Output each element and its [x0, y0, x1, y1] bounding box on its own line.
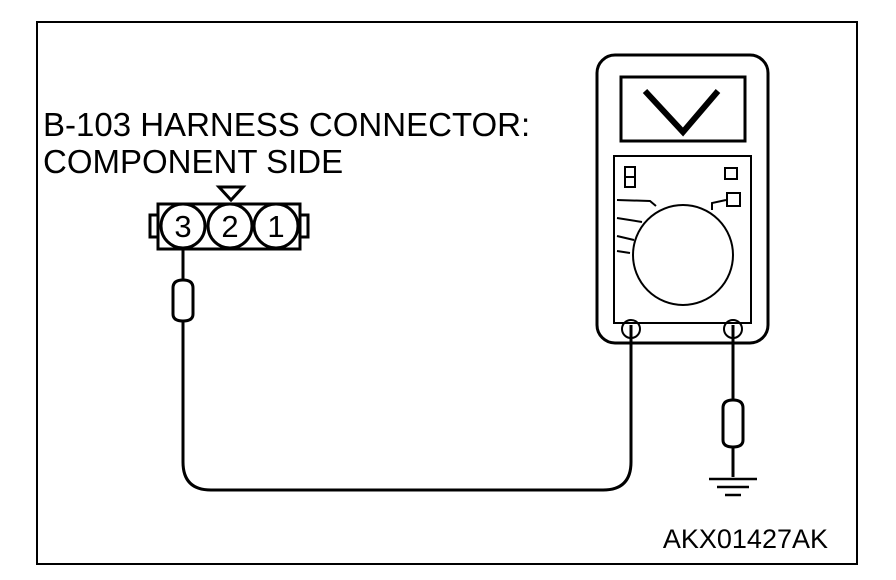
meter-outer-case: [595, 53, 770, 345]
figure-code: AKX01427AK: [663, 524, 828, 554]
meter-range-ticks-left: [616, 199, 657, 254]
connector-pin-1: [252, 202, 300, 250]
title-line-1: B-103 HARNESS CONNECTOR:: [43, 106, 530, 143]
ground-probe: [721, 398, 745, 449]
title-line-2: COMPONENT SIDE: [43, 143, 343, 180]
ground-lead: [709, 332, 757, 497]
probe-tip: [171, 278, 195, 323]
meter-button-top: [724, 167, 738, 180]
diagram-frame: [36, 21, 858, 565]
meter-button-bottom: [726, 192, 741, 207]
connector-pin-2-label: 2: [221, 209, 238, 244]
connector-pin-1-label: 1: [267, 209, 284, 244]
voltmeter: [595, 53, 770, 345]
meter-inner-panel: [613, 155, 752, 324]
meter-jack-left: [621, 319, 641, 339]
meter-display-v-glyph: [642, 88, 721, 137]
connector-pin-3-label: 3: [174, 209, 191, 244]
test-lead-wire: [181, 321, 633, 492]
connector-pin-2: [206, 202, 254, 250]
meter-range-tick-right: [711, 199, 727, 210]
meter-rotary-dial: [632, 204, 734, 306]
meter-display: [619, 75, 747, 143]
ground-symbol-icon: [709, 477, 757, 497]
connector-lock-triangle-icon: [215, 185, 247, 203]
